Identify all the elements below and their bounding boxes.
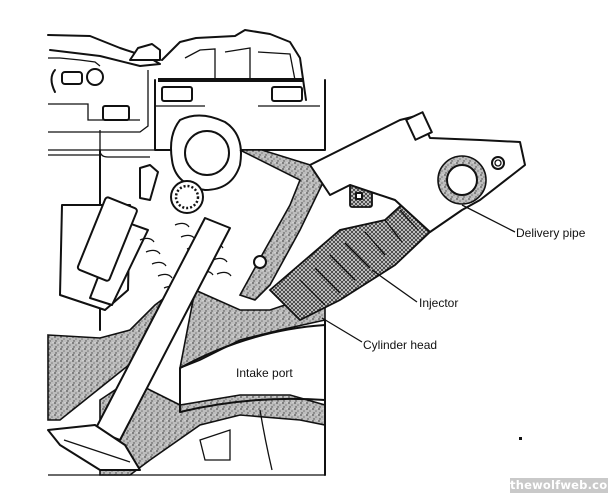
stray-mark bbox=[519, 437, 522, 440]
intake-port bbox=[48, 319, 326, 476]
camshaft-bore bbox=[184, 130, 230, 176]
label-cylinder-head-text: Cylinder head bbox=[363, 338, 437, 352]
label-injector: Injector bbox=[371, 269, 458, 310]
gasket-line bbox=[158, 78, 304, 82]
label-injector-text: Injector bbox=[419, 296, 458, 310]
head-bolts bbox=[102, 86, 320, 121]
bolt-small bbox=[102, 105, 130, 121]
intake-valve bbox=[47, 217, 231, 471]
label-cylinder-head: Cylinder head bbox=[321, 317, 437, 352]
label-delivery-pipe: Delivery pipe bbox=[461, 204, 586, 240]
label-intake-port: Intake port bbox=[236, 366, 293, 380]
bolt-right bbox=[271, 86, 303, 102]
lash-adjuster bbox=[76, 196, 138, 282]
camshaft bbox=[170, 114, 242, 191]
rail-bolt bbox=[405, 111, 433, 141]
delivery-pipe-bore bbox=[446, 164, 478, 196]
label-delivery-pipe-text: Delivery pipe bbox=[516, 226, 586, 240]
bolt-left bbox=[161, 86, 193, 102]
watermark: thewolfweb.com bbox=[510, 478, 608, 493]
cam-cover bbox=[47, 29, 326, 151]
delivery-pipe bbox=[309, 111, 526, 233]
